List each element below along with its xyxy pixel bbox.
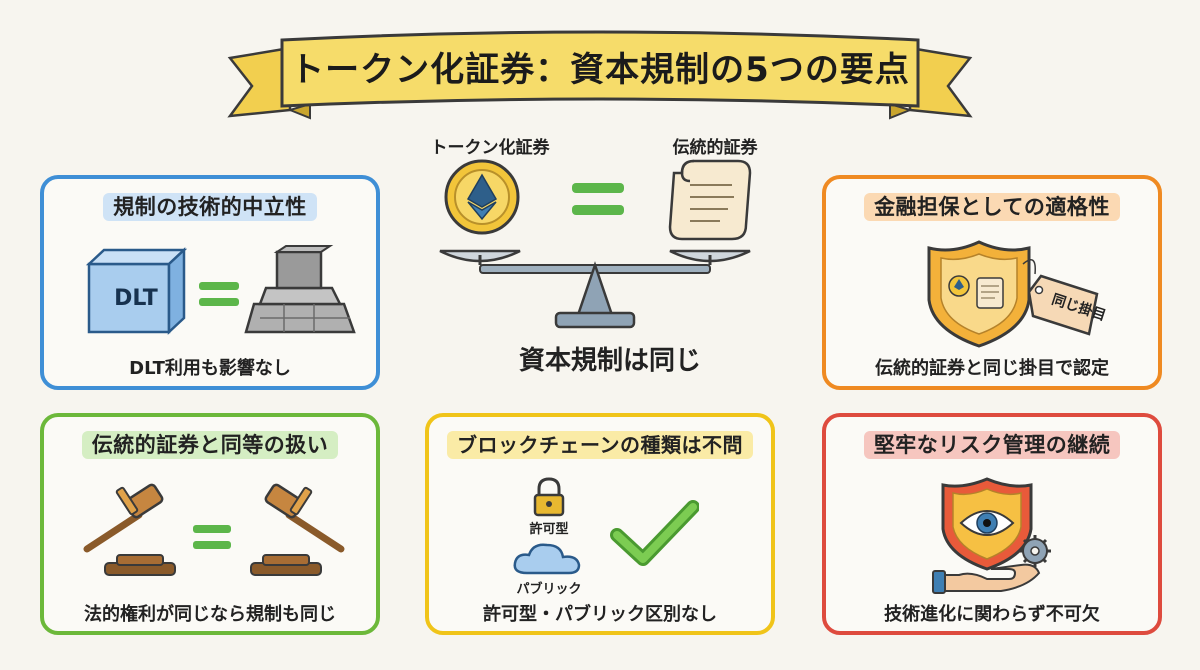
dlt-label: DLT [114,286,158,311]
hand-icon [932,563,1041,594]
card-title: ブロックチェーンの種類は不問 [447,431,753,459]
card-title: 堅牢なリスク管理の継続 [863,431,1121,459]
card-equal-treatment: 伝統的証券と同等の扱い 法的権利が同じなら規制も同じ [40,413,380,635]
checkmark-icon [610,500,699,566]
page-title: トークン化証券：資本規制の5つの要点 [290,50,910,90]
gavels-equals-illustration [83,483,345,576]
scroll-document-icon [668,159,752,241]
gavel-icon [250,483,345,576]
balance-scale-illustration [439,159,752,329]
lock-icon [533,477,565,517]
card-risk-management: 堅牢なリスク管理の継続 技術進化に関わらず不可欠 [822,413,1162,635]
card-title: 規制の技術的中立性 [103,193,317,221]
equals-icon [193,525,231,549]
price-tag-icon [1022,259,1099,336]
shield-eye-hand-illustration [932,477,1051,594]
card-caption: 許可型・パブリック区別なし [483,604,717,625]
shield-eye-icon [941,477,1033,571]
crypto-coin-icon [444,159,520,235]
permissioned-label: 許可型 [529,522,569,537]
shield-tag-illustration [927,240,1099,348]
public-label: パブリック [516,582,582,597]
title-banner [227,30,973,120]
card-blockchain-type: ブロックチェーンの種類は不問 許可型 パブリック 許可型・パブリック区別なし [425,413,775,635]
equals-icon [572,183,624,215]
card-title: 金融担保としての適格性 [864,193,1120,221]
stone-building-icon [244,245,356,334]
traditional-securities-label: 伝統的証券 [672,138,758,158]
card-caption: DLT利用も影響なし [129,358,291,379]
shield-icon [927,240,1031,348]
cloud-icon [513,543,581,575]
card-caption: 伝統的証券と同じ掛目で認定 [875,358,1109,379]
card-collateral-eligibility: 金融担保としての適格性 同じ掛目 伝統的証券と同じ掛目で認定 [822,175,1162,390]
card-caption: 法的権利が同じなら規制も同じ [84,604,336,625]
tokenized-securities-label: トークン化証券 [430,138,550,158]
card-caption: 技術進化に関わらず不可欠 [884,604,1100,625]
center-caption: 資本規制は同じ [518,346,701,376]
equals-icon [199,282,239,306]
gear-icon [1019,535,1051,567]
gavel-icon [83,483,176,576]
dlt-cube-icon [85,247,188,335]
card-title: 伝統的証券と同等の扱い [81,431,339,459]
dlt-equals-building-illustration [85,245,356,335]
card-tech-neutrality: 規制の技術的中立性 DLT DLT利用も影響なし [40,175,380,390]
